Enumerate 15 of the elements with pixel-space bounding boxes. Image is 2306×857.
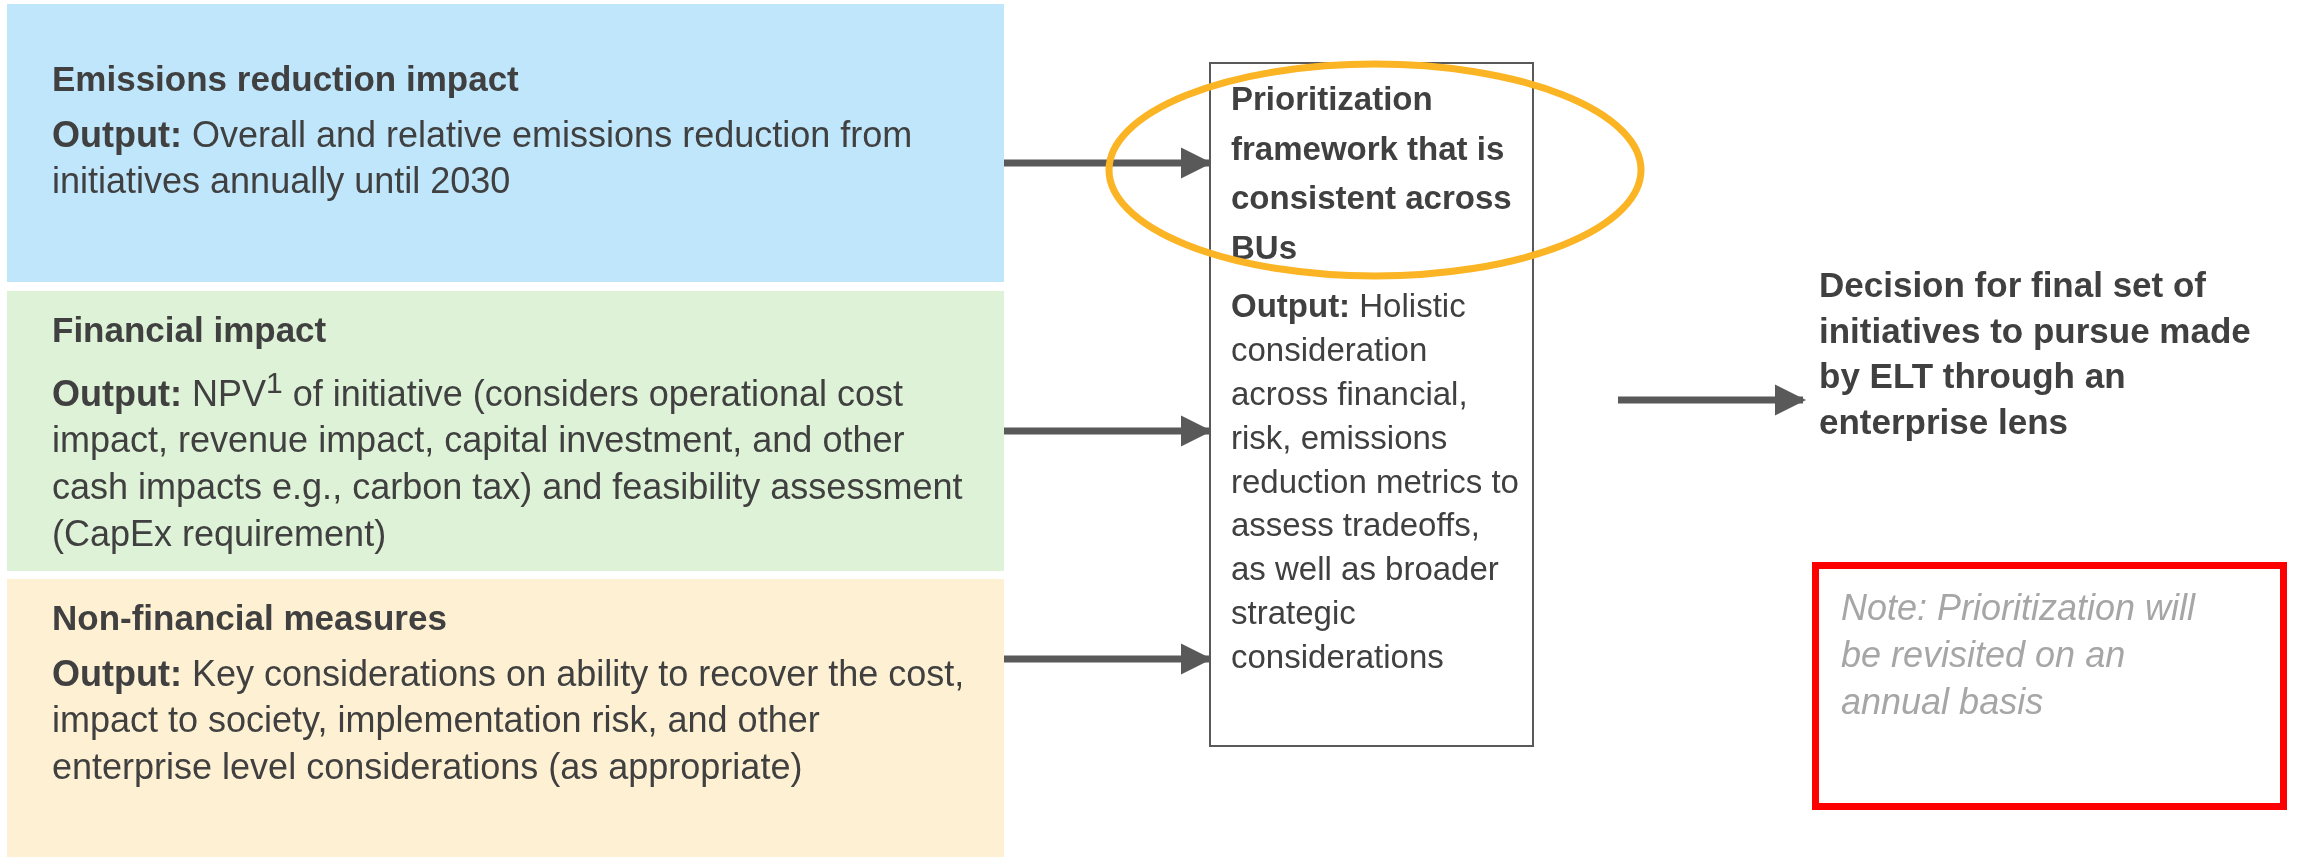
note-box: [1812, 562, 2287, 810]
note-text: Note: Prioritization will be revisited on an annual basis: [1841, 586, 2197, 724]
category-box: [7, 579, 1004, 857]
decision-text: Decision for final set of initiatives to pursue made by ELT through an enterprise lens: [1819, 264, 2252, 443]
category-box: [7, 4, 1004, 282]
box-heading: Emissions reduction impact: [52, 58, 520, 100]
box-heading: Financial impact: [52, 309, 328, 351]
box-body-text: Output: NPV$^{1}$ of initiative (considers operational cost impact, revenue impact, capital investment, and other cash impacts e.g., carbon tax) and feasibility assessment (CapEx requirement): [52, 364, 964, 556]
box-heading: Prioritization framework that is consistent across BUs: [1231, 79, 1513, 268]
category-box: [7, 291, 1004, 571]
box-body-text: Output: Overall and relative emissions reduction from initiatives annually until 2030: [52, 112, 914, 204]
box-heading: Non-financial measures: [52, 597, 448, 639]
process-box: [1209, 62, 1534, 747]
box-body-text: Output: Holistic consideration across financial, risk, emissions reduction metrics to assess tradeoffs, as well as broader strategic considerations: [1231, 286, 1520, 677]
box-body-text: Output: Key considerations on ability to recover the cost, impact to society, implementation risk, and other enterprise level considerations (as appropriate): [52, 651, 966, 790]
